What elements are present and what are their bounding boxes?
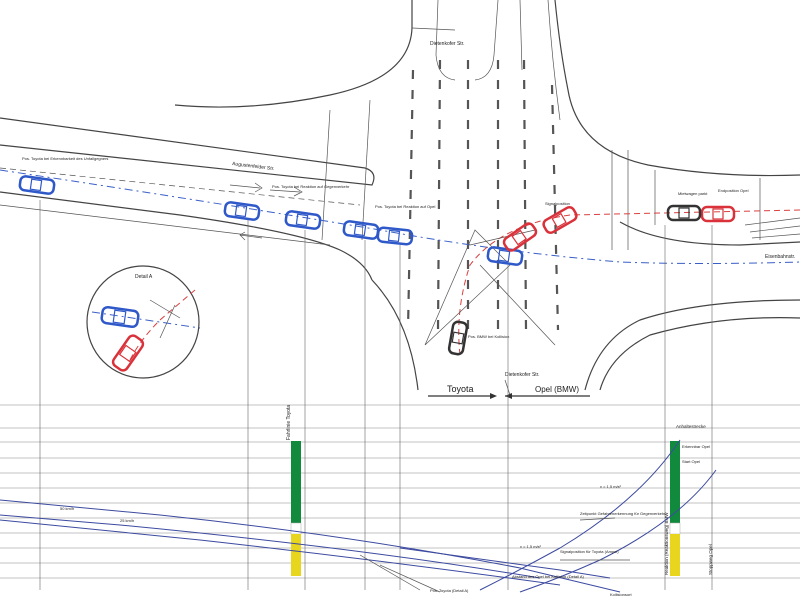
speed-label-1: 50 km/h xyxy=(60,506,74,511)
red-car-opel xyxy=(542,206,578,234)
blue-car-toyota xyxy=(223,201,261,221)
blue-car-toyota xyxy=(18,175,56,195)
caption-toyota-start: Pos. Toyota bei Erkennbarkeit des Unfall… xyxy=(22,156,108,161)
caption-opel-end: Endposition Opel xyxy=(718,188,749,193)
blue-car-toyota xyxy=(376,226,414,246)
speed-label-4: 25 km/h xyxy=(120,518,134,523)
note-start-opel: Start Opel xyxy=(682,459,700,464)
arrow-label-opel: Opel (BMW) xyxy=(535,385,579,394)
black-car-bmw xyxy=(447,320,469,356)
street-labels: Dietenkofer Str. Augustenfelder Str. Die… xyxy=(232,41,796,378)
bar-left-white xyxy=(290,522,302,535)
note-signalposition: Signalposition für Toyota (Ampel) xyxy=(560,549,619,554)
bar-right-label: Reaktion (Reaktionsweg) BMW xyxy=(664,512,669,575)
vehicle-captions: Pos. Toyota bei Erkennbarkeit des Unfall… xyxy=(22,156,749,339)
note-pos-toyota: Pos. Toyota (Detail A) xyxy=(430,588,469,593)
bar-right-green xyxy=(670,441,680,523)
vehicles xyxy=(18,175,736,356)
detail-a-inset: Detail A xyxy=(86,265,201,379)
note-kollisionsort: Kollisionsort xyxy=(610,592,632,597)
caption-bmw-collision: Pos. BMW bei Kollision xyxy=(468,334,509,339)
note-abstand-opel: Abstand des Opel bei Kollision (Detail A… xyxy=(512,574,584,579)
note-erkennbar-opel: Erkennbar Opel xyxy=(682,444,710,449)
detail-a-title: Detail A xyxy=(135,274,153,280)
path-time-diagram: Fahrlinie Toyota Reaktion (Reaktionsweg)… xyxy=(0,200,800,597)
bar-right-label-2: Stoppweg Opel xyxy=(708,544,713,575)
bar-right-yellow xyxy=(670,534,680,576)
street-label-north: Dietenkofer Str. xyxy=(430,41,464,47)
speed-label-3: v = 1,5 m/s² xyxy=(520,544,542,549)
street-label-east: Eisenbahnstr. xyxy=(765,254,795,260)
caption-mietwagen: Mietwagen parkt xyxy=(678,191,708,196)
blue-car-toyota xyxy=(486,246,524,266)
street-label-west: Augustenfelder Str. xyxy=(232,161,275,172)
bar-left-green xyxy=(291,441,301,523)
road-outlines xyxy=(0,0,800,396)
street-label-south: Dietenkofer Str. xyxy=(505,372,539,378)
direction-arrows: Toyota Opel (BMW) xyxy=(428,384,590,399)
blue-car-toyota xyxy=(284,210,322,230)
toyota-time-path xyxy=(0,499,621,593)
bar-left-yellow xyxy=(291,534,301,576)
speed-label-2: v = 1,5 m/s² xyxy=(600,484,622,489)
vehicle-trajectories xyxy=(0,169,800,356)
bar-right-white xyxy=(669,522,681,535)
bar-left-label: Fahrlinie Toyota xyxy=(286,405,292,440)
blue-car-toyota xyxy=(342,220,380,240)
caption-toyota-reaction: Pos. Toyota bei Reaktion auf Gegenverkeh… xyxy=(272,184,350,189)
diagram-top-label: Anhaltestrecke xyxy=(676,424,706,429)
caption-opel-signal: Signalposition xyxy=(545,201,570,206)
arrow-label-toyota: Toyota xyxy=(447,384,474,394)
red-car-opel xyxy=(700,205,736,223)
black-car-mietwagen xyxy=(666,204,702,222)
note-gefahrenerkennung: Zeitpunkt Gefahrenerkennung für Gegenver… xyxy=(580,511,666,516)
red-car-opel xyxy=(502,222,538,252)
caption-toyota-reaction-opel: Pos. Toyota bei Reaktion auf Opel xyxy=(375,204,436,209)
lane-markings xyxy=(0,59,560,331)
